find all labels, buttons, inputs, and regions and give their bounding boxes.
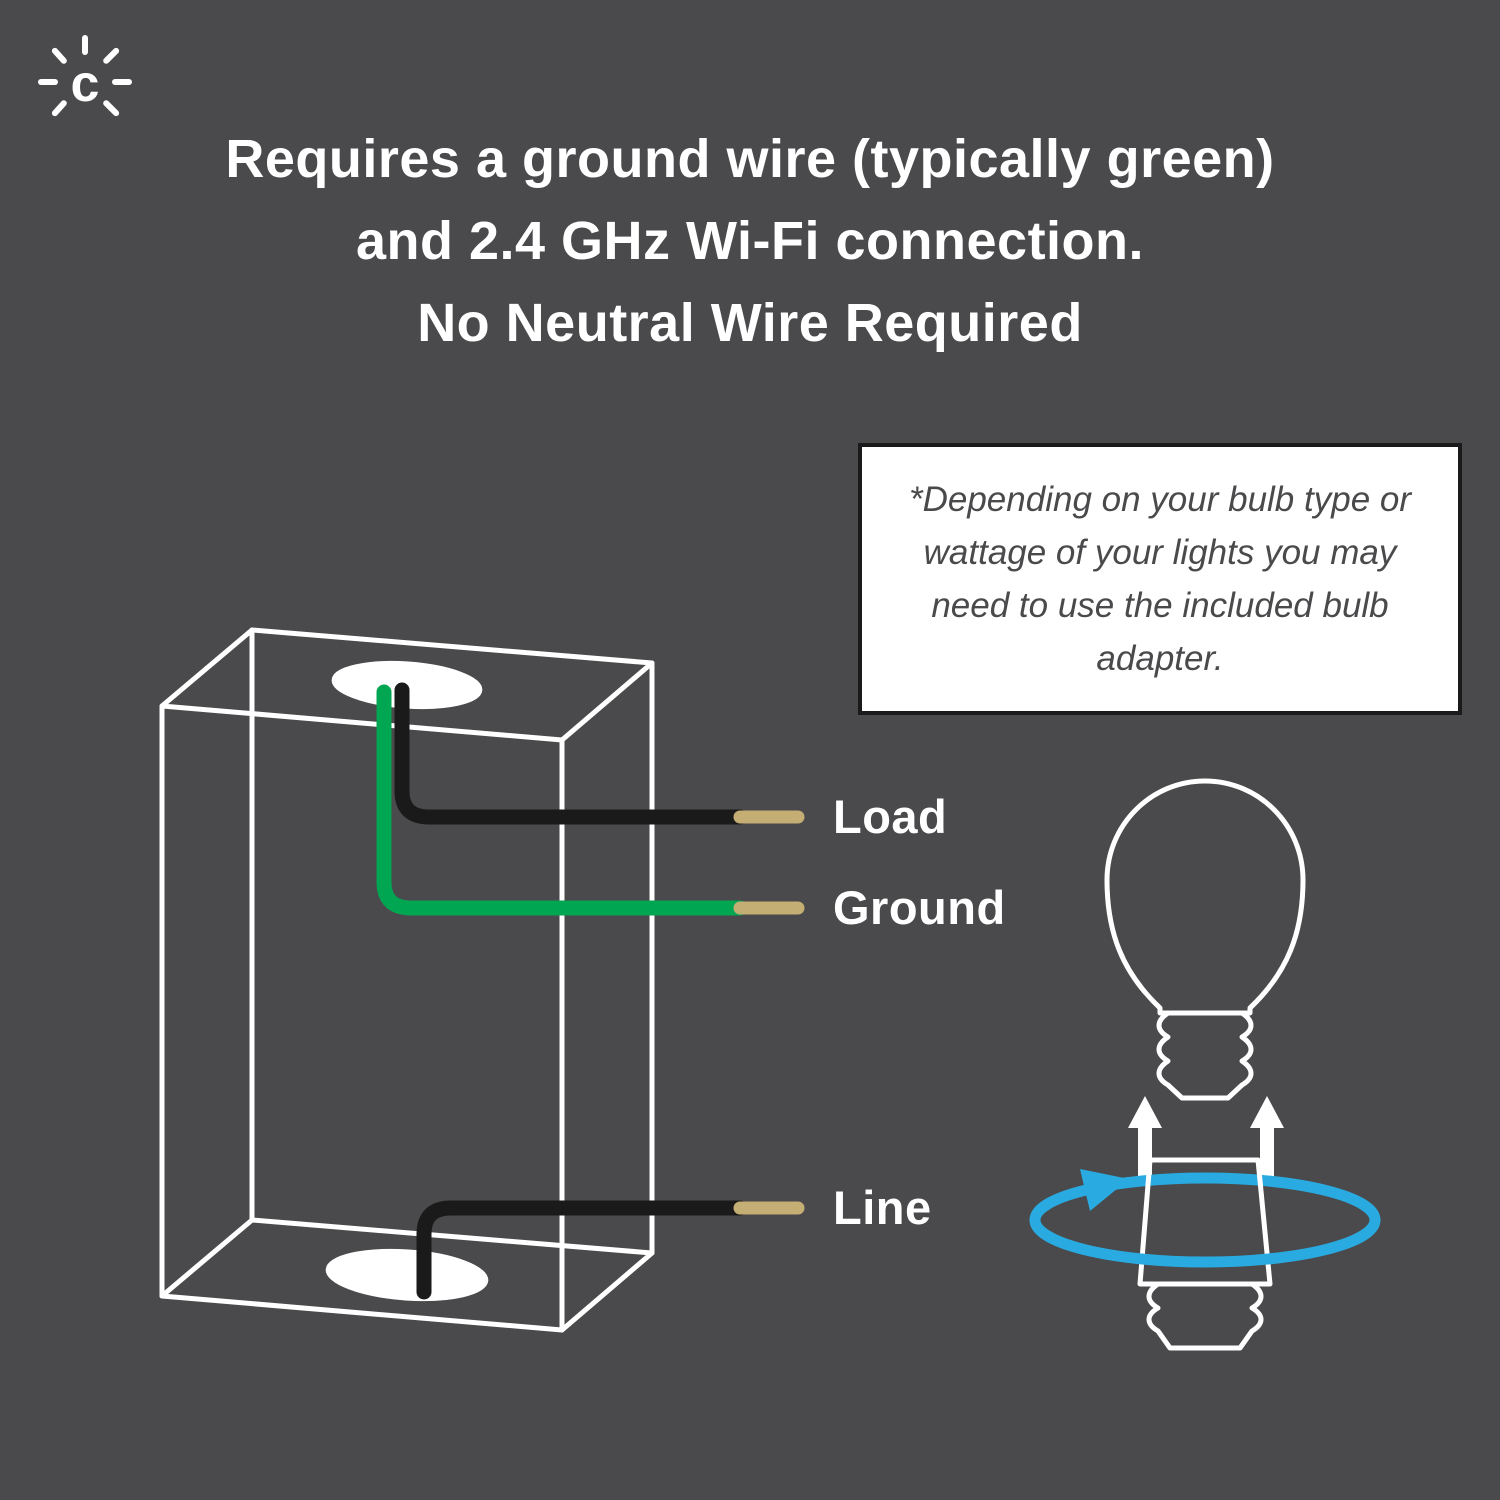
adapter-threads <box>1146 1281 1264 1351</box>
line-wire <box>416 1200 748 1300</box>
rotation-arrow-back <box>1029 1172 1381 1226</box>
up-arrow-left <box>1128 1096 1162 1178</box>
bulb-adapter-icon <box>1137 1157 1273 1351</box>
logo-rays <box>38 35 132 117</box>
up-arrow-right <box>1250 1096 1284 1178</box>
rotation-arrow-front <box>1029 1214 1381 1268</box>
brand-logo-icon: c <box>38 35 132 117</box>
bulb-adapter-note-text: *Depending on your bulb type or wattage … <box>908 480 1411 678</box>
junction-box-outline <box>159 627 655 1333</box>
wire-label-ground: Ground <box>833 881 1006 934</box>
bulb-adapter-note: *Depending on your bulb type or wattage … <box>858 443 1462 715</box>
bulb-screw-base <box>1156 1010 1254 1101</box>
logo-letter: c <box>71 55 100 113</box>
light-bulb-icon <box>1104 778 1306 1101</box>
bottom-knockout-hole <box>325 1248 489 1302</box>
wire-label-line: Line <box>833 1181 932 1234</box>
ground-wire <box>376 684 748 916</box>
wire-label-load: Load <box>833 790 948 843</box>
heading-line-3: No Neutral Wire Required <box>417 293 1083 353</box>
heading-line-1: Requires a ground wire (typically green) <box>225 129 1275 189</box>
rotation-arrowhead <box>1080 1169 1129 1211</box>
page-title: Requires a ground wire (typically green)… <box>0 118 1500 364</box>
load-wire <box>394 682 748 825</box>
heading-line-2: and 2.4 GHz Wi-Fi connection. <box>355 211 1145 271</box>
